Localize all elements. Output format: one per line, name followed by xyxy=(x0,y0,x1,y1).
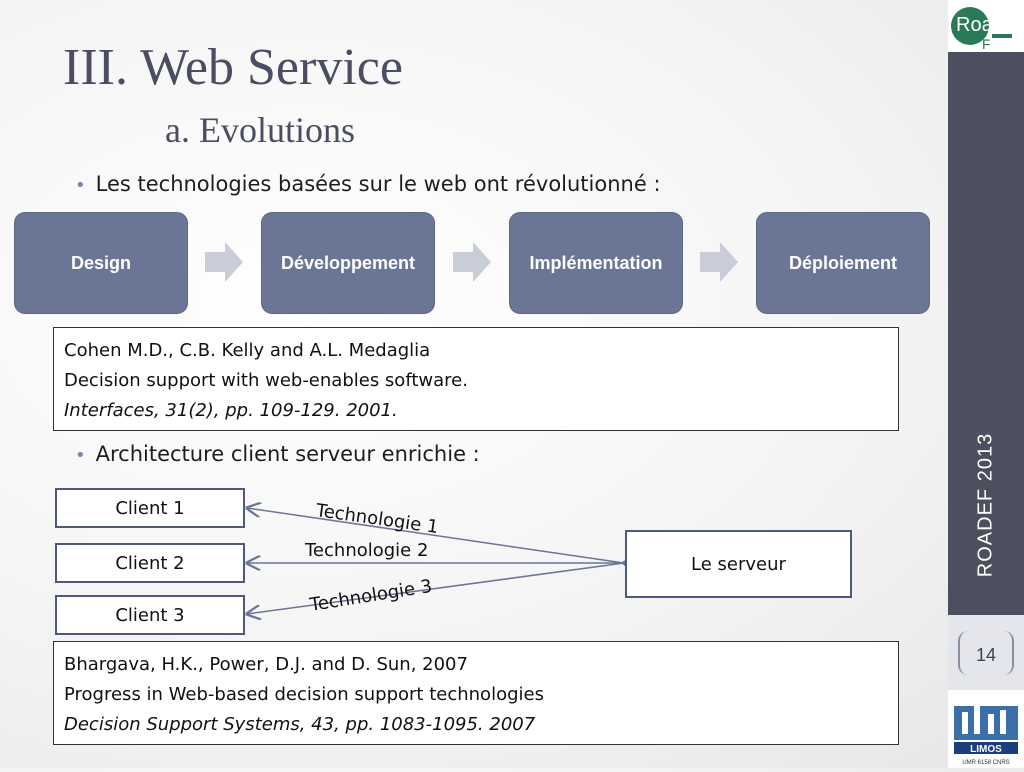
reference-details: , 31(2), pp. 109-129. 2001. xyxy=(153,400,398,421)
roadef-logo: Road F xyxy=(948,0,1024,52)
reference-bhargava: Bhargava, H.K., Power, D.J. and D. Sun, … xyxy=(53,641,899,745)
conference-label: ROADEF 2013 xyxy=(974,432,997,578)
reference-cohen: Cohen M.D., C.B. Kelly and A.L. Medaglia… xyxy=(53,327,899,431)
reference-source: Interfaces, 31(2), pp. 109-129. 2001. xyxy=(64,396,888,426)
bullet-text: Les technologies basées sur le web ont r… xyxy=(95,172,661,196)
bullet-dot-icon: • xyxy=(75,445,86,466)
slide-subtitle: a. Evolutions xyxy=(165,110,355,150)
arrow-right-icon xyxy=(205,242,243,282)
reference-source: Decision Support Systems, 43, pp. 1083-1… xyxy=(64,714,536,735)
arrow-right-icon xyxy=(453,242,491,282)
reference-authors: Cohen M.D., C.B. Kelly and A.L. Medaglia xyxy=(64,340,431,361)
connection-lines xyxy=(0,0,948,768)
client-3-box: Client 3 xyxy=(55,595,245,635)
page-number: 14 xyxy=(975,645,997,665)
reference-journal: Interfaces xyxy=(64,400,154,421)
link-client3-server xyxy=(247,563,624,614)
page-number-box: 14 xyxy=(948,615,1024,690)
step-design: Design xyxy=(15,213,187,313)
bullet-dot-icon: • xyxy=(75,175,86,196)
svg-text:F: F xyxy=(982,36,991,52)
bullet-text: Architecture client serveur enrichie : xyxy=(95,442,480,466)
bullet-web-technologies: • Les technologies basées sur le web ont … xyxy=(75,172,661,196)
svg-text:UMR 6158 CNRS: UMR 6158 CNRS xyxy=(962,760,1009,766)
bullet-client-server: • Architecture client serveur enrichie : xyxy=(75,442,480,466)
step-deploiement: Déploiement xyxy=(757,213,929,313)
reference-authors: Bhargava, H.K., Power, D.J. and D. Sun, … xyxy=(64,654,468,675)
step-implementation: Implémentation xyxy=(510,213,682,313)
step-developpement: Développement xyxy=(262,213,434,313)
limos-logo-icon: LIMOS UMR 6158 CNRS xyxy=(954,706,1018,766)
page-frame xyxy=(958,631,1014,675)
reference-title: Progress in Web-based decision support t… xyxy=(64,684,544,705)
svg-text:LIMOS: LIMOS xyxy=(970,744,1002,755)
client-1-box: Client 1 xyxy=(55,488,245,528)
limos-logo: LIMOS UMR 6158 CNRS xyxy=(948,690,1024,768)
roadef-logo-icon: Road F xyxy=(951,7,1012,52)
slide-content: III. Web Service a. Evolutions • Les tech… xyxy=(0,0,948,768)
client-2-box: Client 2 xyxy=(55,543,245,583)
svg-text:Road: Road xyxy=(956,14,1004,36)
technology-2-label: Technologie 2 xyxy=(305,540,429,561)
server-box: Le serveur xyxy=(625,530,852,598)
reference-title: Decision support with web-enables softwa… xyxy=(64,370,468,391)
arrow-right-icon xyxy=(700,242,738,282)
slide-title: III. Web Service xyxy=(63,39,403,96)
